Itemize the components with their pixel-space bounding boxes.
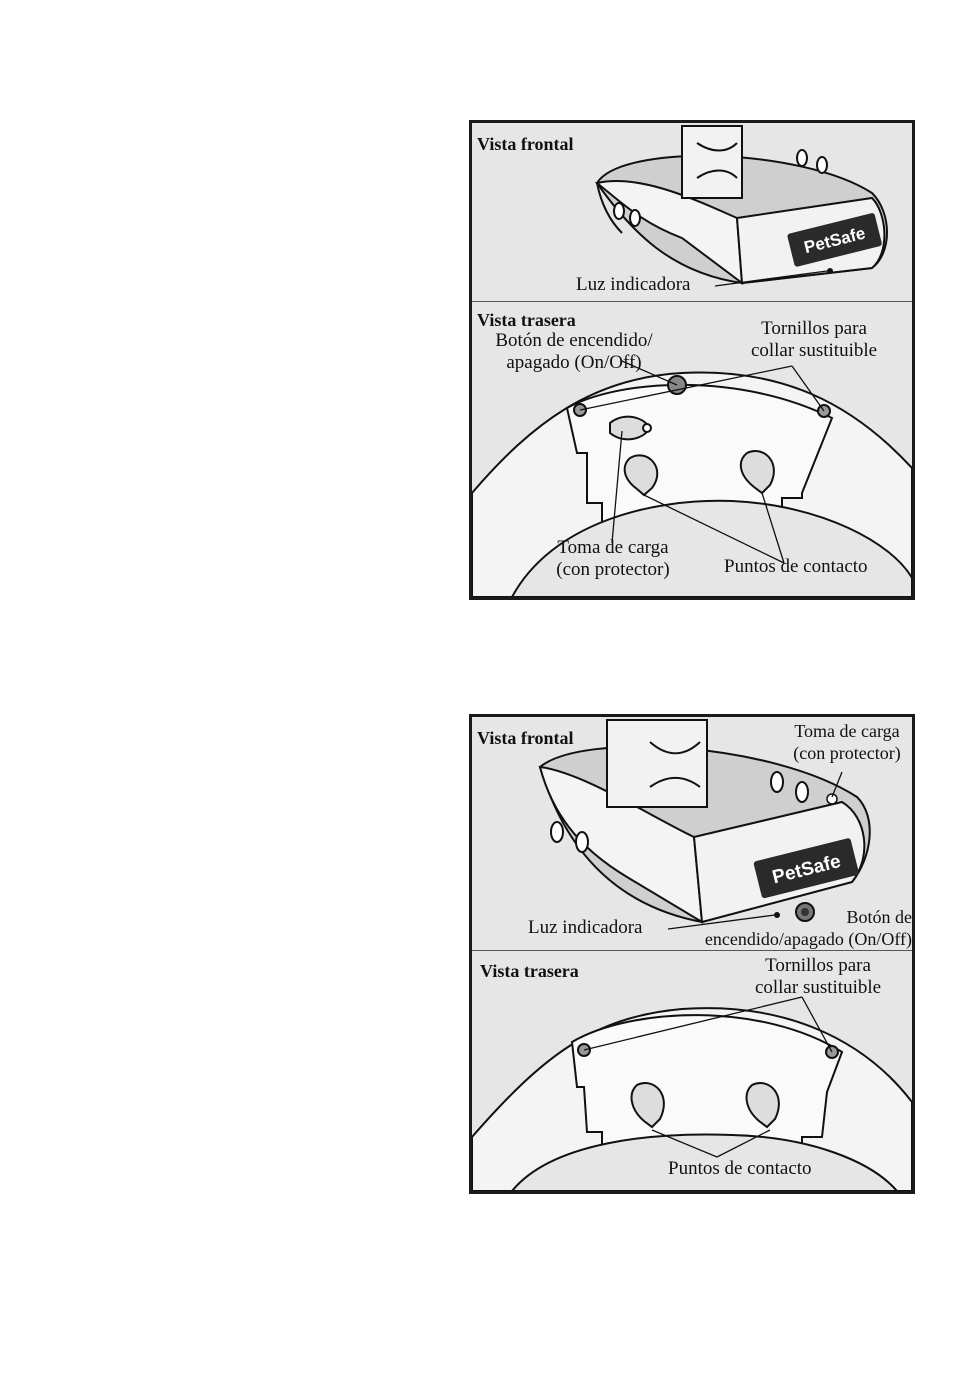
back-view-title: Vista trasera [477, 310, 576, 330]
power-button-label-line2: encendido/apagado (On/Off) [704, 929, 912, 949]
power-button-label: Botón de encendido/ apagado (On/Off) [484, 330, 664, 374]
back-leader-lines-2 [583, 996, 833, 1158]
charge-port-label-line1: Toma de carga [794, 721, 900, 741]
collar-diagram-1: PetSafe Vista frontal Luz indicadora [469, 120, 915, 600]
power-button-label: Botón de encendido/apagado (On/Off) [668, 906, 912, 950]
collar-illustration-1: PetSafe [472, 125, 912, 597]
charge-port-label: Toma de carga (con protector) [538, 537, 688, 581]
back-view-title: Vista trasera [480, 961, 579, 981]
charge-port-label-line2: (con protector) [556, 559, 670, 580]
contact-points-label: Puntos de contacto [668, 1158, 812, 1179]
collar-illustration-2: PetSafe [472, 719, 912, 1191]
power-button-label-line2: apagado (On/Off) [506, 352, 642, 373]
power-button-icon-center [801, 908, 809, 916]
front-collar-drawing [594, 125, 888, 286]
back-leader-lines-1 [579, 360, 825, 564]
view-divider [472, 301, 912, 302]
petsafe-logo-badge-1: PetSafe [787, 213, 882, 267]
indicator-light-label: Luz indicadora [528, 917, 643, 938]
indicator-light-label: Luz indicadora [576, 274, 691, 295]
screws-label: Tornillos para collar sustituible [738, 955, 898, 999]
indicator-light-leader [667, 914, 776, 930]
front-view-title: Vista frontal [477, 728, 574, 748]
screws-label-line2: collar sustituible [750, 340, 878, 361]
contact-points-label: Puntos de contacto [724, 556, 868, 577]
power-button-label-line1: Botón de encendido/ [495, 330, 653, 351]
front-view-title: Vista frontal [477, 134, 574, 154]
screws-label-line2: collar sustituible [754, 977, 882, 998]
screws-label-line1: Tornillos para [765, 955, 871, 976]
back-collar-drawing [472, 1007, 912, 1191]
indicator-light-dot [827, 268, 833, 274]
charge-port-label: Toma de carga (con protector) [782, 720, 912, 764]
collar-diagram-2: PetSafe Vista frontal Toma de carga (con… [469, 714, 915, 1194]
screws-label: Tornillos para collar sustituible [734, 318, 894, 362]
charge-port-leader [831, 771, 843, 798]
back-collar-drawing [472, 371, 912, 597]
indicator-light-dot [774, 912, 780, 918]
power-button-label-line1: Botón de [846, 907, 913, 927]
charge-port-dot [826, 793, 838, 805]
view-divider [472, 950, 912, 951]
charge-port-label-line2: (con protector) [793, 743, 901, 763]
screws-label-line1: Tornillos para [761, 318, 867, 339]
charge-port-label-line1: Toma de carga [557, 537, 669, 558]
indicator-light-leader [714, 270, 828, 287]
